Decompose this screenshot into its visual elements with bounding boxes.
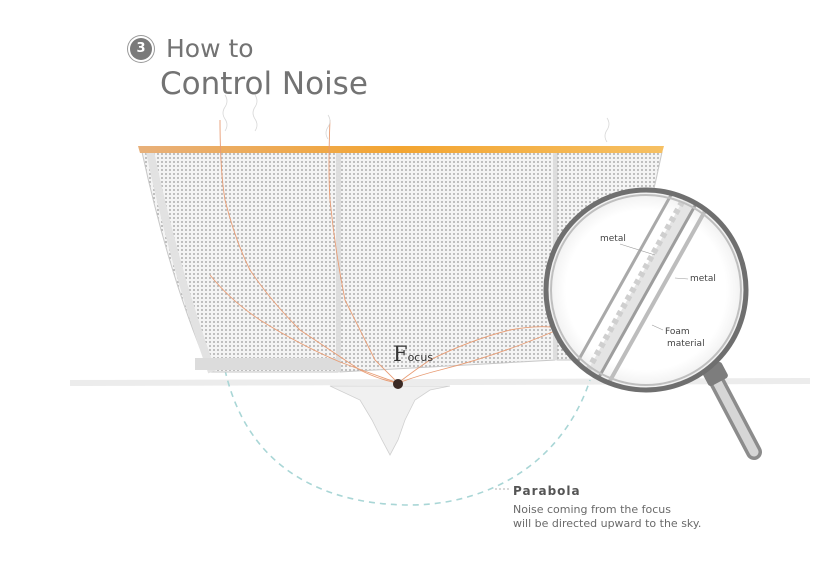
step-badge: 3 [130, 38, 152, 60]
title-line1: How to [166, 34, 254, 63]
barrier-panels [141, 151, 663, 374]
top-rim [138, 146, 664, 153]
focus-label: Focus [393, 342, 434, 366]
ground [70, 378, 810, 456]
parabola-title: Parabola [513, 484, 581, 498]
metal-label-2: metal [690, 274, 716, 284]
parabola-desc-line1: Noise coming from the focus [513, 503, 672, 516]
foam-label: Foam [665, 327, 690, 337]
metal-label-1: metal [600, 234, 626, 244]
parabola-curve [224, 369, 591, 506]
parabola-desc-line2: will be directed upward to the sky. [513, 517, 702, 530]
focus-point [393, 379, 403, 389]
magnifier [543, 187, 762, 460]
material-label: material [667, 339, 705, 349]
title-line2: Control Noise [160, 66, 368, 102]
parabola-description: Noise coming from the focus will be dire… [513, 503, 753, 531]
